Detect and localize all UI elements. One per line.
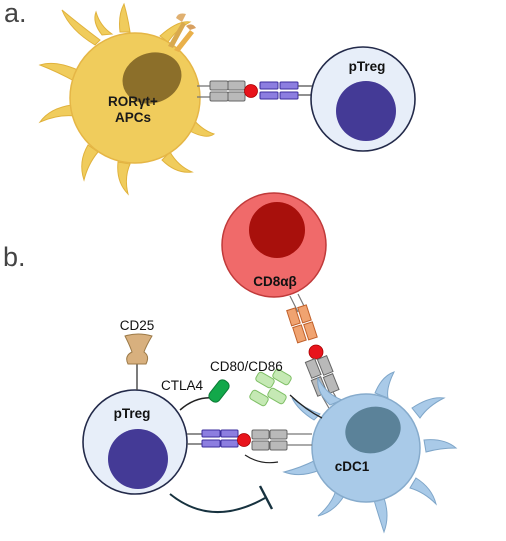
ctla4-stalk [179, 397, 215, 411]
cd8ab-label: CD8αβ [253, 274, 297, 289]
panel-a-label: a. [4, 0, 27, 28]
antigen-peptide-icon [244, 84, 258, 98]
cd8-tcr-mhc-complex [286, 293, 342, 411]
cdc1-cell [282, 371, 458, 534]
mhc-tcr-complex-a [197, 80, 312, 102]
mhc-tcr-complex-b [187, 429, 312, 451]
ptreg-label-b: pTreg [114, 406, 151, 421]
ctla4-label: CTLA4 [161, 378, 204, 393]
mhc-molecule-icon-b [251, 429, 288, 451]
ctla4-receptor-icon [208, 379, 230, 403]
ptreg-cell-b [82, 389, 188, 495]
apc-label-line1: RORγt+ [108, 94, 158, 109]
cd8ab-cell [221, 192, 327, 298]
cd25-label: CD25 [120, 318, 155, 333]
membrane-connector [244, 454, 279, 464]
cd80-stalk [289, 394, 323, 419]
cd8-coreceptor-icon [286, 304, 318, 344]
inhibition-arrow [169, 493, 266, 514]
tcr-icon [259, 81, 299, 100]
cd80-cd86-label: CD80/CD86 [210, 359, 283, 374]
cd25-receptor-icon [124, 333, 153, 365]
inhibition-bar-icon [258, 485, 274, 510]
panel-b-label: b. [3, 242, 26, 272]
antigen-peptide-b-top [308, 344, 324, 360]
tcr-icon-b [201, 429, 239, 448]
ptreg-label-a: pTreg [349, 59, 386, 74]
ptreg-cell-a [310, 46, 416, 152]
antigen-peptide-b-side [237, 433, 251, 447]
apc-nucleus [122, 52, 182, 104]
mhc-molecule-icon [209, 80, 246, 102]
apc-label-line2: APCs [115, 110, 151, 125]
apc-surface-receptor-icon [168, 13, 196, 52]
rorgt-apc-cell [38, 2, 216, 196]
cdc1-label: cDC1 [335, 459, 370, 474]
cd80-cd86-icon [249, 368, 292, 407]
